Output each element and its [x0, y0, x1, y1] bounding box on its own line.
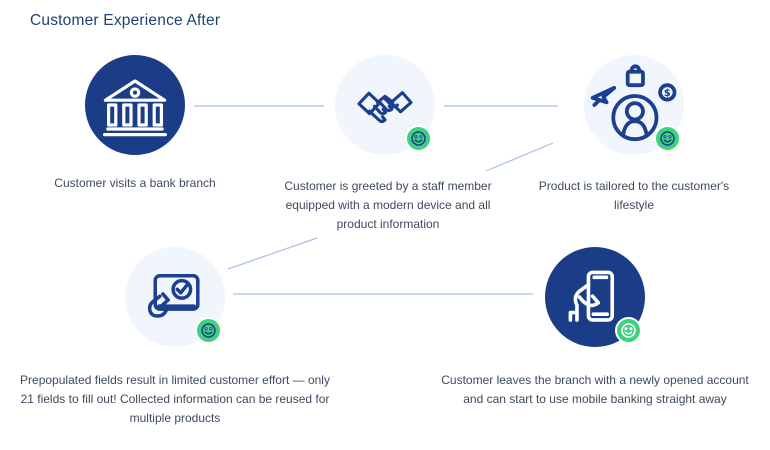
step-node-greeting [335, 55, 435, 155]
holding-hand-icon [573, 282, 591, 322]
step-label-1: Customer visits a bank branch [54, 176, 216, 190]
step-node-mobile-banking [545, 247, 645, 347]
handshake-icon [357, 91, 413, 123]
step-label-4: Prepopulated fields result in limited cu… [20, 373, 330, 425]
step-label-3: Product is tailored to the customer's li… [538, 179, 730, 212]
bank-branch-icon [103, 79, 167, 137]
step-node-tailored-product: $ [584, 55, 684, 155]
svg-text:$: $ [664, 88, 671, 99]
dollar-coin-icon [658, 83, 677, 102]
connector-step3-step4-upper [485, 142, 554, 172]
prefilled-form-icon [147, 273, 200, 318]
customer-lifestyle-icon: $ [590, 64, 677, 142]
smiley-badge [654, 125, 681, 152]
mobile-banking-icon [568, 270, 615, 322]
airplane-icon [590, 86, 617, 105]
step-node-bank-branch [85, 55, 185, 155]
step-node-prepopulated-fields [125, 247, 225, 347]
checkmark-circle-icon [171, 278, 193, 300]
smiley-badge [405, 125, 432, 152]
smiley-badge [615, 317, 642, 344]
step-label-5: Customer leaves the branch with a newly … [441, 373, 749, 406]
smiley-badge [195, 317, 222, 344]
page-title: Customer Experience After [30, 12, 221, 29]
shopping-bag-icon [625, 69, 645, 88]
pointing-hand-icon [160, 292, 170, 308]
connector-step3-step4-lower [227, 237, 318, 270]
step-label-2: Customer is greeted by a staff member eq… [284, 179, 492, 231]
